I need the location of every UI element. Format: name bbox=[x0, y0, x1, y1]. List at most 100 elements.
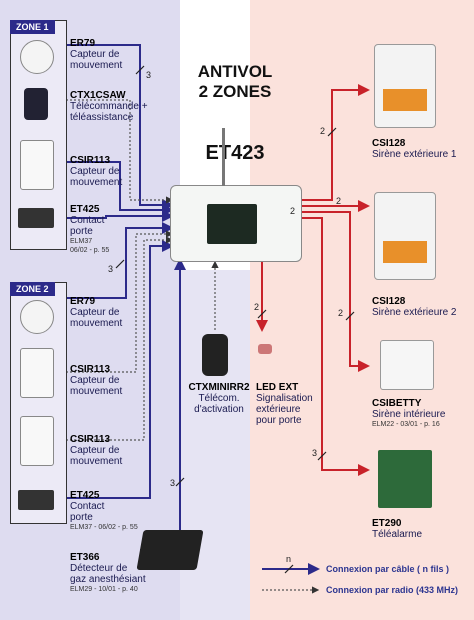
zone2-item-4: ET425 Contact porte ELM37 - 06/02 - p. 5… bbox=[70, 490, 138, 532]
wire-count: 3 bbox=[312, 448, 318, 458]
item-name: CTX1CSAW bbox=[70, 90, 126, 101]
zone2-item-1: ER79 Capteur de mouvement bbox=[70, 296, 122, 329]
item-name: CSIR113 bbox=[70, 155, 111, 166]
zone2-radio-wires bbox=[66, 230, 219, 441]
item-name: ER79 bbox=[70, 38, 96, 49]
item-name: ET425 bbox=[70, 204, 100, 215]
wire-count: 2 bbox=[338, 308, 344, 318]
output-1-label: CSI128 Sirène extérieure 1 bbox=[372, 138, 457, 160]
item-line: Signalisation bbox=[256, 393, 313, 404]
item-name: CSI128 bbox=[372, 138, 406, 149]
wire-count: 3 bbox=[146, 70, 152, 80]
item-ref: 06/02 - p. 55 bbox=[70, 247, 110, 254]
csir113-sensor-icon bbox=[20, 416, 54, 466]
output-2-label: CSI128 Sirène extérieure 2 bbox=[372, 296, 457, 318]
output-3-label: CSIBETTY Sirène intérieure ELM22 - 03/01… bbox=[372, 398, 445, 429]
control-unit-icon bbox=[170, 185, 302, 262]
csir113-sensor-icon bbox=[20, 140, 54, 190]
item-name: ET290 bbox=[372, 518, 402, 529]
siren-icon bbox=[374, 44, 436, 128]
legend-n: n bbox=[286, 554, 292, 564]
item-name: CSI128 bbox=[372, 296, 406, 307]
item-ref: ELM22 - 03/01 - p. 16 bbox=[372, 421, 440, 428]
item-line: Télécommande + bbox=[70, 101, 148, 112]
item-name: ET425 bbox=[70, 490, 100, 501]
item-name: LED EXT bbox=[256, 382, 299, 393]
keypad-icon bbox=[207, 204, 257, 244]
legend-radio: Connexion par radio (433 MHz) bbox=[326, 585, 459, 595]
item-line: pour porte bbox=[256, 415, 302, 426]
siren-flash-icon bbox=[383, 241, 427, 263]
zone1-item-3: CSIR113 Capteur de mouvement bbox=[70, 155, 122, 188]
item-ref: ELM37 bbox=[70, 238, 93, 245]
wire-count: 2 bbox=[320, 126, 326, 136]
item-name: ET366 bbox=[70, 552, 100, 563]
wire-count: 2 bbox=[290, 206, 296, 216]
model-title: ET423 bbox=[205, 142, 265, 164]
gas-detector-icon bbox=[136, 530, 204, 570]
wire-count: 3 bbox=[108, 264, 114, 274]
item-name: CTXMINIRR2 bbox=[188, 382, 250, 393]
zone1-tag: ZONE 1 bbox=[10, 20, 55, 34]
item-line: Sirène intérieure bbox=[372, 409, 446, 420]
wire-count: 2 bbox=[336, 196, 342, 206]
siren-flash-icon bbox=[383, 89, 427, 111]
item-line: Capteur de bbox=[70, 307, 120, 318]
item-name: CSIR113 bbox=[70, 364, 111, 375]
door-contact-icon bbox=[18, 490, 54, 510]
item-line: mouvement bbox=[70, 456, 123, 467]
et366-label: ET366 Détecteur de gaz anesthésiant ELM2… bbox=[70, 552, 146, 594]
zone2-item-3: CSIR113 Capteur de mouvement bbox=[70, 434, 122, 467]
item-name: CSIR113 bbox=[70, 434, 111, 445]
zone2-item-2: CSIR113 Capteur de mouvement bbox=[70, 364, 122, 397]
legend-cable: Connexion par câble ( n fils ) bbox=[326, 564, 450, 574]
item-line: Capteur de bbox=[70, 166, 120, 177]
item-line: Détecteur de bbox=[70, 563, 128, 574]
wire-count: 2 bbox=[254, 302, 260, 312]
circuit-board-icon bbox=[378, 450, 432, 508]
item-line: Capteur de bbox=[70, 375, 120, 386]
zone1-radio-wires bbox=[66, 99, 174, 204]
ctxminirr2-label: CTXMINIRR2 Télécom. d'activation bbox=[184, 382, 254, 415]
key-remote-icon bbox=[202, 334, 228, 376]
zone1-cable-wires bbox=[66, 44, 174, 222]
wire-count: 3 bbox=[170, 478, 176, 488]
legend-lines bbox=[262, 563, 320, 594]
item-line: Contact bbox=[70, 215, 105, 226]
item-line: extérieure bbox=[256, 404, 301, 415]
ledext-label: LED EXT Signalisation extérieure pour po… bbox=[256, 382, 336, 426]
item-line: Contact bbox=[70, 501, 105, 512]
item-ref: ELM29 - 10/01 - p. 40 bbox=[70, 586, 138, 593]
csir113-sensor-icon bbox=[20, 348, 54, 398]
item-line: mouvement bbox=[70, 60, 123, 71]
item-line: Sirène extérieure 2 bbox=[372, 307, 457, 318]
remote-icon bbox=[24, 88, 48, 120]
er79-sensor-icon bbox=[20, 300, 54, 334]
item-name: CSIBETTY bbox=[372, 398, 422, 409]
zone1-item-2: CTX1CSAW Télécommande + téléassistance bbox=[70, 90, 148, 123]
item-line: Sirène extérieure 1 bbox=[372, 149, 457, 160]
output-4-label: ET290 Téléalarme bbox=[372, 518, 422, 540]
output-wires bbox=[256, 84, 370, 476]
item-line: mouvement bbox=[70, 318, 123, 329]
zone2-tag: ZONE 2 bbox=[10, 282, 55, 296]
item-line: Téléalarme bbox=[372, 529, 423, 540]
item-line: Capteur de bbox=[70, 49, 120, 60]
zone1-item-1: ER79 Capteur de mouvement bbox=[70, 38, 122, 71]
item-line: d'activation bbox=[194, 404, 244, 415]
er79-sensor-icon bbox=[20, 40, 54, 74]
item-ref: ELM37 - 06/02 - p. 55 bbox=[70, 524, 138, 531]
siren-icon bbox=[374, 192, 436, 280]
zone1-item-4: ET425 Contact porte ELM37 06/02 - p. 55 bbox=[70, 204, 109, 255]
title-line-1: ANTIVOL bbox=[197, 62, 273, 81]
item-line: mouvement bbox=[70, 386, 123, 397]
main-title: ANTIVOL 2 ZONES bbox=[180, 62, 290, 102]
item-line: Capteur de bbox=[70, 445, 120, 456]
wire-count-slashes bbox=[115, 65, 355, 487]
led-icon bbox=[258, 344, 272, 354]
item-line: Télécom. bbox=[198, 393, 240, 404]
antenna-icon bbox=[222, 128, 225, 186]
right-panel bbox=[250, 0, 474, 620]
item-line: porte bbox=[70, 512, 93, 523]
